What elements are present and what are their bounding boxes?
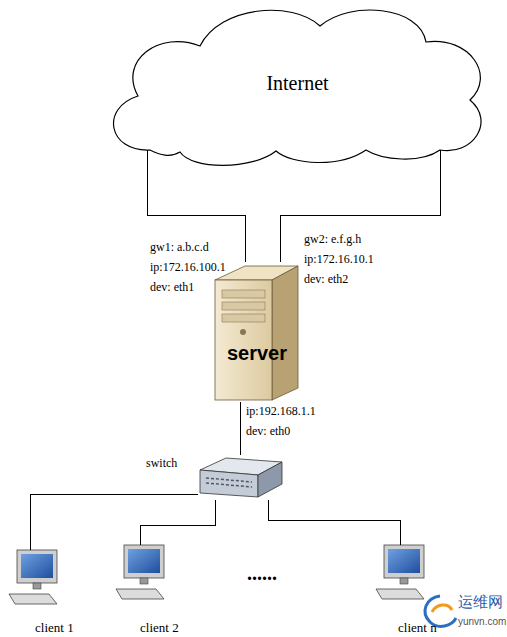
logo-arc bbox=[432, 605, 452, 612]
monitor-stand bbox=[33, 583, 41, 589]
connector-group bbox=[240, 402, 241, 455]
server-node: server bbox=[212, 262, 302, 402]
monitor-screen bbox=[21, 554, 53, 578]
network-link bbox=[240, 402, 241, 455]
monitor-stand bbox=[140, 578, 148, 584]
gateway-label: gw2: e.f.g.h bbox=[304, 232, 361, 246]
ip-label: ip:172.16.100.1 bbox=[150, 260, 226, 274]
switch-node: switch bbox=[198, 455, 284, 500]
keyboard bbox=[376, 589, 424, 599]
watermark: yunvn.com bbox=[458, 616, 506, 628]
device-label: dev: eth0 bbox=[246, 424, 290, 438]
monitor-screen bbox=[388, 549, 420, 573]
client-node: client 2 bbox=[112, 545, 202, 637]
network-link bbox=[268, 500, 400, 545]
monitor-screen bbox=[128, 549, 160, 573]
monitor-frame bbox=[124, 545, 164, 578]
ellipsis-mark: ...... bbox=[247, 562, 277, 584]
network-link bbox=[140, 500, 215, 545]
connector-group bbox=[140, 500, 215, 545]
internet-cloud: Internet bbox=[110, 0, 485, 150]
connector-group bbox=[268, 500, 400, 545]
client-node: client 1 bbox=[5, 550, 97, 637]
drive-bay bbox=[222, 290, 265, 298]
computer-icon bbox=[116, 545, 164, 599]
server-side bbox=[272, 266, 298, 400]
connector-group bbox=[147, 150, 245, 262]
connector-group bbox=[30, 494, 198, 550]
switch-ports bbox=[206, 478, 252, 487]
keyboard bbox=[116, 589, 164, 599]
node-label: switch bbox=[146, 456, 196, 470]
client-node: client n bbox=[372, 545, 462, 637]
node-label: server bbox=[212, 342, 302, 364]
computer-icon bbox=[376, 545, 424, 599]
device-label: dev: eth2 bbox=[304, 272, 348, 286]
keyboard bbox=[9, 594, 57, 604]
switch-side bbox=[258, 462, 282, 497]
drive-bay bbox=[222, 302, 265, 310]
ip-label: ip:192.168.1.1 bbox=[246, 404, 316, 418]
node-label: Internet bbox=[110, 72, 485, 94]
node-label: client 2 bbox=[140, 620, 202, 635]
switch-illustration bbox=[200, 458, 282, 497]
monitor-frame bbox=[384, 545, 424, 578]
switch-front bbox=[200, 470, 258, 497]
network-link bbox=[30, 494, 198, 550]
node-label: client n bbox=[398, 620, 462, 635]
network-link bbox=[280, 150, 440, 262]
device-label: dev: eth1 bbox=[150, 280, 194, 294]
power-button bbox=[240, 329, 246, 335]
drive-bay bbox=[222, 314, 265, 322]
server-illustration bbox=[215, 266, 298, 400]
ip-label: ip:172.16.10.1 bbox=[304, 252, 374, 266]
server-front bbox=[215, 280, 272, 400]
computer-icon bbox=[9, 550, 57, 604]
network-link bbox=[147, 150, 245, 262]
watermark: 运维网 bbox=[458, 593, 503, 610]
monitor-frame bbox=[17, 550, 57, 583]
gateway-label: gw1: a.b.c.d bbox=[150, 240, 209, 254]
connector-group bbox=[280, 150, 440, 262]
monitor-stand bbox=[400, 578, 408, 584]
node-label: client 1 bbox=[35, 620, 97, 635]
